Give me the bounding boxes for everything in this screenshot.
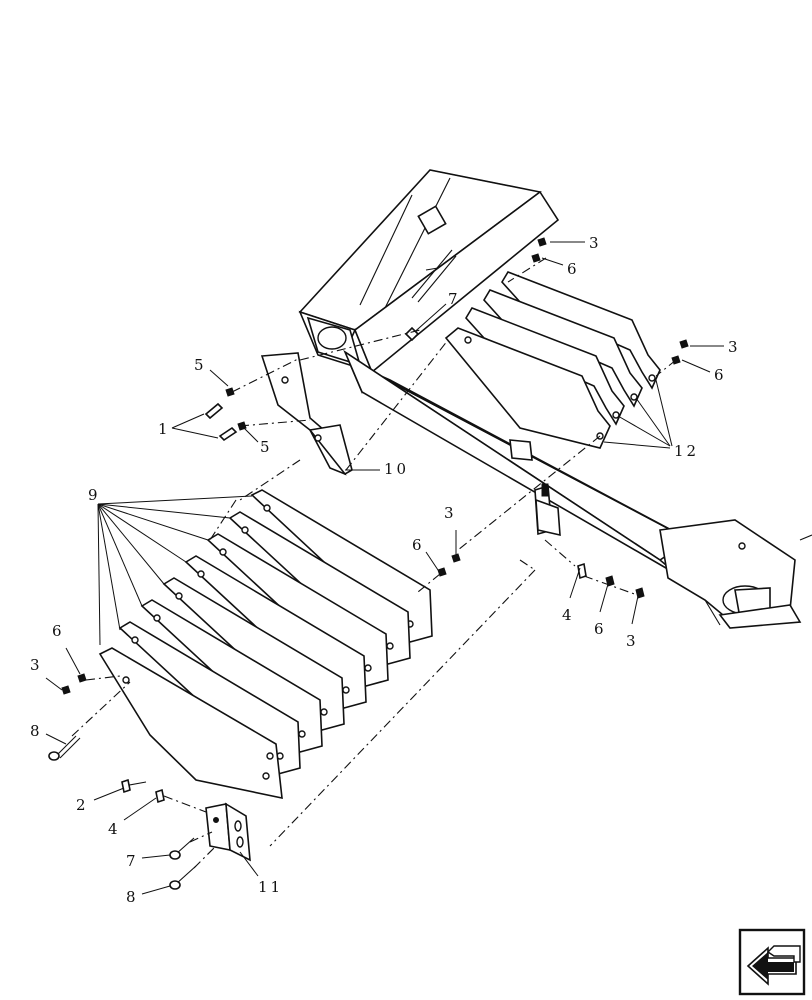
callout-6: 6 [52,622,65,640]
main-beam [298,169,812,629]
callout-8: 8 [30,722,43,740]
callout-5: 5 [260,438,273,456]
callout-labels: 3 6 7 3 6 5 1 5 10 12 9 3 6 4 6 3 6 3 8 … [30,234,741,906]
callout-3: 3 [626,632,639,650]
bracket-10 [260,352,353,476]
callout-5: 5 [194,356,207,374]
callout-3: 3 [30,656,43,674]
callout-2: 2 [76,796,89,814]
leader-lines [45,241,724,895]
angle-bracket-11 [205,802,251,862]
callout-6: 6 [567,260,580,278]
callout-9: 9 [88,486,101,504]
callout-4: 4 [562,606,575,624]
callout-3: 3 [728,338,741,356]
callout-6: 6 [714,366,727,384]
callout-6: 6 [594,620,607,638]
callout-11: 11 [258,878,283,896]
callout-8: 8 [126,888,139,906]
callout-7: 7 [448,290,461,308]
center-lines [71,257,677,869]
callout-4: 4 [108,820,121,838]
callout-1: 1 [158,420,171,438]
callout-12: 12 [674,442,699,460]
upper-plate-stack [444,271,661,449]
arrow-back-icon[interactable] [738,928,806,996]
callout-3: 3 [444,504,457,522]
callout-3: 3 [589,234,602,252]
callout-10: 10 [384,460,409,478]
callout-6: 6 [412,536,425,554]
callout-7: 7 [126,852,139,870]
lower-plate-stack [98,489,433,800]
